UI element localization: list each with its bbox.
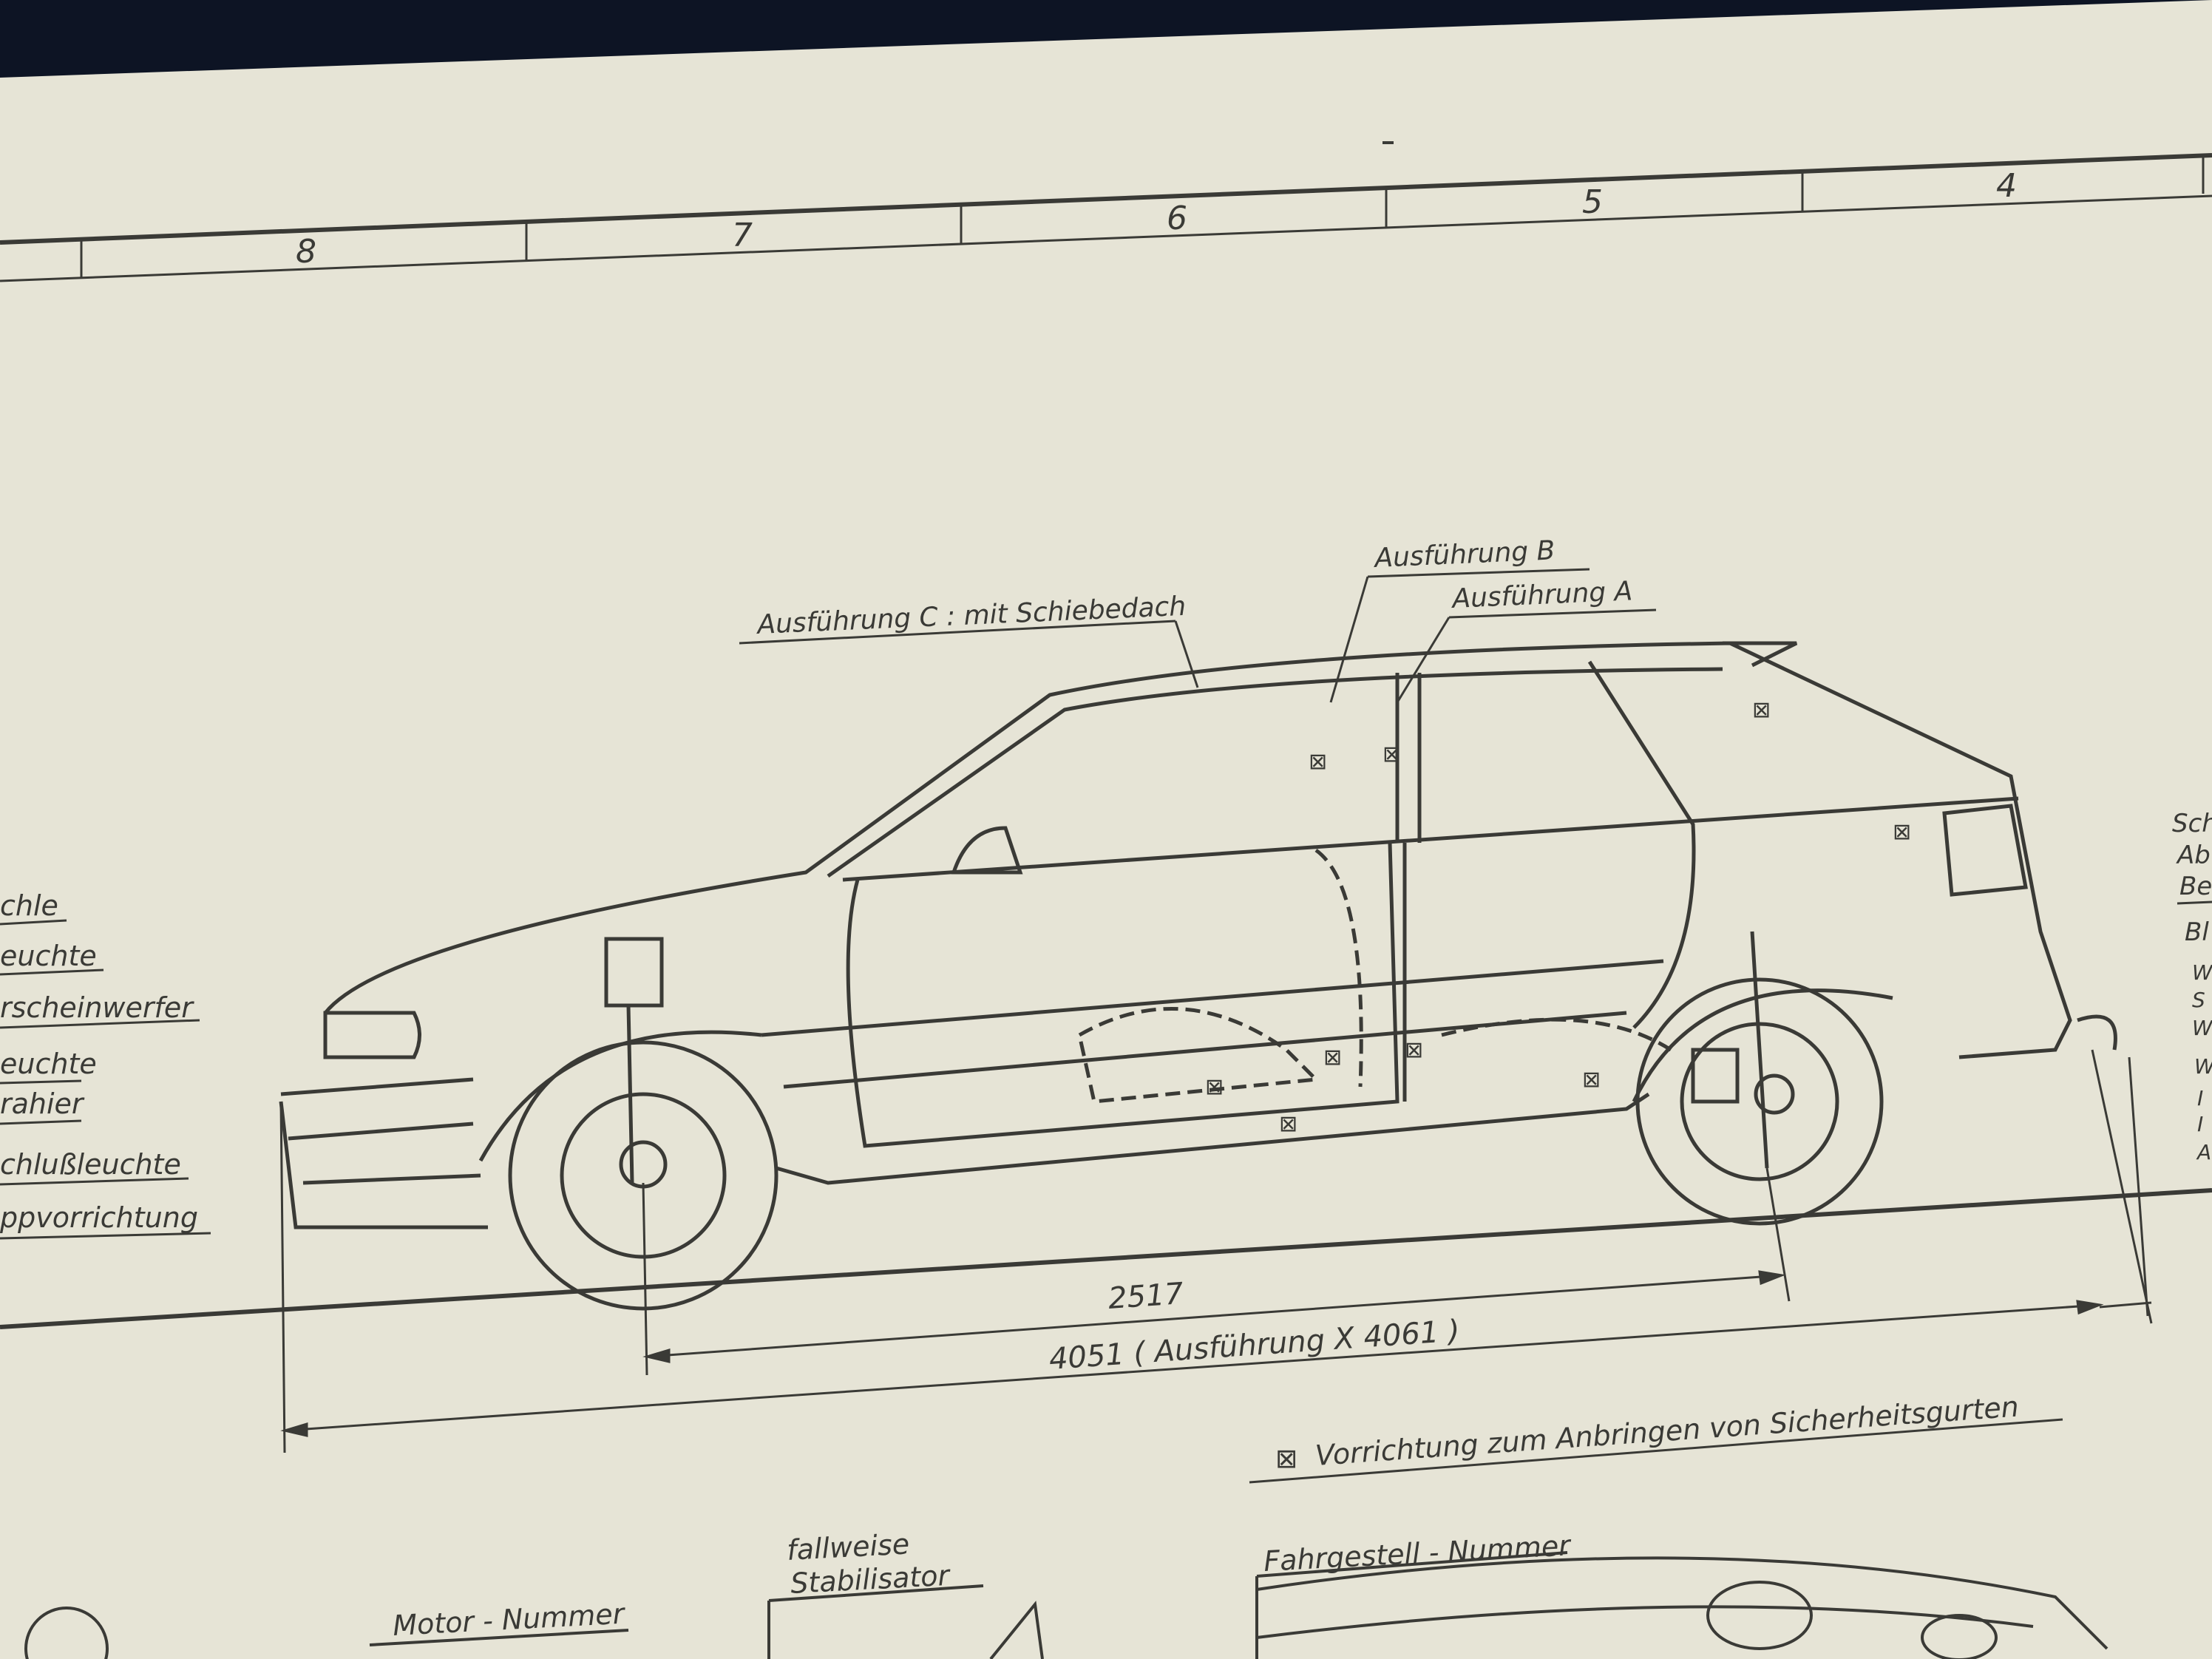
variant-callouts xyxy=(739,568,1657,703)
right-label-underline xyxy=(2177,900,2212,905)
right-label: W xyxy=(2192,1016,2212,1040)
right-label: A xyxy=(2196,1140,2211,1164)
car-side-view xyxy=(279,641,2117,1311)
left-label: chlußleuchte xyxy=(0,1148,181,1181)
right-label: Ab xyxy=(2176,841,2211,870)
seatbelt-marker: ⊠ xyxy=(1752,697,1771,723)
grid-number-4: 4 xyxy=(1996,167,2017,205)
right-label: Bl xyxy=(2185,917,2209,947)
blueprint-drawing: 8 7 6 5 4 xyxy=(0,141,2212,1659)
grid-number-5: 5 xyxy=(1582,183,1603,221)
right-label: S xyxy=(2192,988,2205,1012)
seatbelt-marker: ⊠ xyxy=(1205,1074,1224,1100)
left-label-underlines xyxy=(0,919,211,1240)
dimension-lines xyxy=(279,1049,2153,1453)
right-label: Sch xyxy=(2172,809,2212,838)
seatbelt-marker: ⊠ xyxy=(1405,1037,1423,1063)
left-label: euchte xyxy=(0,1048,97,1080)
ground-line xyxy=(0,1188,2212,1329)
left-label: rscheinwerfer xyxy=(0,991,194,1024)
grid-number-6: 6 xyxy=(1167,200,1187,237)
seatbelt-anchor-markers: ⊠ ⊠ ⊠ ⊠ ⊠ ⊠ ⊠ ⊠ ⊠ xyxy=(1205,697,1911,1137)
grid-number-8: 8 xyxy=(296,233,316,271)
seatbelt-marker: ⊠ xyxy=(1582,1067,1601,1093)
left-label: euchte xyxy=(0,940,97,972)
left-label: chle xyxy=(0,889,58,922)
seatbelt-marker: ⊠ xyxy=(1893,819,1911,845)
seatbelt-marker: ⊠ xyxy=(1382,742,1401,767)
frame-border xyxy=(0,141,2212,282)
right-label: W xyxy=(2194,1054,2212,1079)
right-label: I xyxy=(2197,1086,2203,1110)
seatbelt-marker: ⊠ xyxy=(1309,749,1327,775)
seatbelt-marker: ⊠ xyxy=(1323,1045,1342,1071)
seatbelt-marker: ⊠ xyxy=(1279,1111,1297,1137)
right-label: Be xyxy=(2179,872,2212,901)
wheelbase-dimension: 2517 xyxy=(1107,1277,1184,1316)
grid-number-7: 7 xyxy=(732,217,753,254)
left-label: ppvorrichtung xyxy=(0,1201,198,1234)
right-label: W xyxy=(2192,960,2212,985)
stabilizer-label-line1: fallweise xyxy=(786,1527,910,1567)
lower-drawing xyxy=(24,1551,2108,1659)
legend-underline xyxy=(1249,1418,2063,1484)
seatbelt-legend-marker: ⊠ xyxy=(1275,1444,1297,1474)
left-label: rahier xyxy=(0,1088,85,1120)
right-label: I xyxy=(2197,1112,2203,1136)
